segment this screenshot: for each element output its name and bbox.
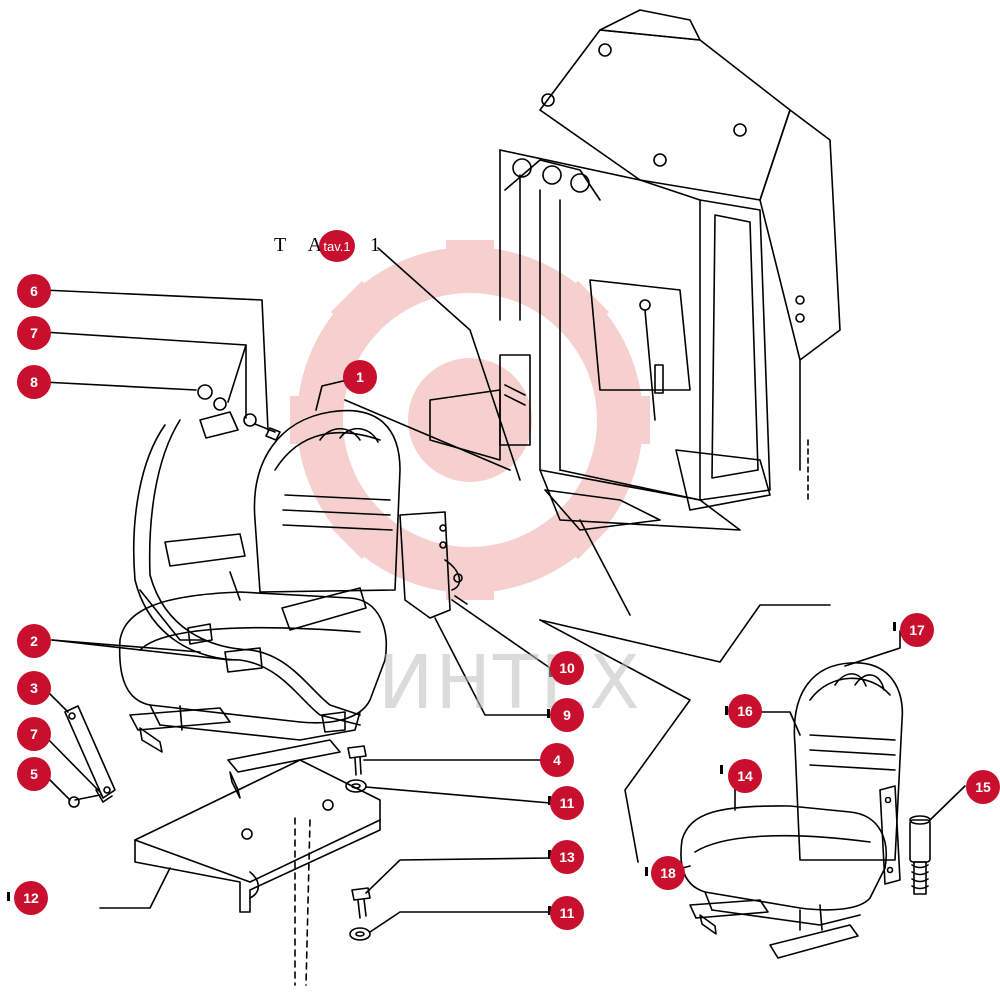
callout-7b[interactable]: 7 — [17, 717, 51, 751]
seat-to-cab-leader — [344, 399, 511, 471]
callout-10[interactable]: 10 — [550, 651, 584, 685]
callout-6[interactable]: 6 — [17, 274, 51, 308]
anchor-strap-assembly — [64, 705, 116, 808]
callout-9[interactable]: 9 — [550, 698, 584, 732]
bolts-washers — [345, 745, 371, 941]
variant-callout-leaders — [667, 630, 966, 873]
callout-4[interactable]: 4 — [540, 743, 574, 777]
callout-5[interactable]: 5 — [17, 757, 51, 791]
callout-8[interactable]: 8 — [17, 365, 51, 399]
reference-label: T A — [274, 234, 332, 256]
callout-18[interactable]: 18 — [651, 856, 685, 890]
callout-16[interactable]: 16 — [728, 694, 762, 728]
cab-frame — [429, 9, 841, 616]
callout-17[interactable]: 17 — [900, 613, 934, 647]
callout-13[interactable]: 13 — [550, 840, 584, 874]
callout-1[interactable]: 1 — [343, 360, 377, 394]
callout-14[interactable]: 14 — [728, 759, 762, 793]
base-plate — [134, 759, 381, 986]
callout-12[interactable]: 12 — [14, 881, 48, 915]
reference-tail: 1 — [370, 234, 380, 256]
callout-3[interactable]: 3 — [17, 671, 51, 705]
reference-leader — [377, 247, 521, 481]
variant-seat — [680, 662, 931, 959]
callout-7[interactable]: 7 — [17, 316, 51, 350]
watermark-logo-icon — [290, 240, 650, 600]
variant-bracket-bottom — [539, 619, 691, 863]
callout-2[interactable]: 2 — [17, 624, 51, 658]
callout-leaders — [42, 289, 551, 933]
callout-11b[interactable]: 11 — [550, 896, 584, 930]
callout-11[interactable]: 11 — [550, 786, 584, 820]
belt-anchor-hardware — [197, 384, 281, 441]
main-seat — [118, 409, 468, 799]
variant-bracket-top — [539, 604, 831, 663]
reference-badge[interactable]: tav.1 — [319, 230, 355, 262]
callout-15[interactable]: 15 — [966, 770, 1000, 804]
small-tick-marks — [7, 622, 896, 915]
